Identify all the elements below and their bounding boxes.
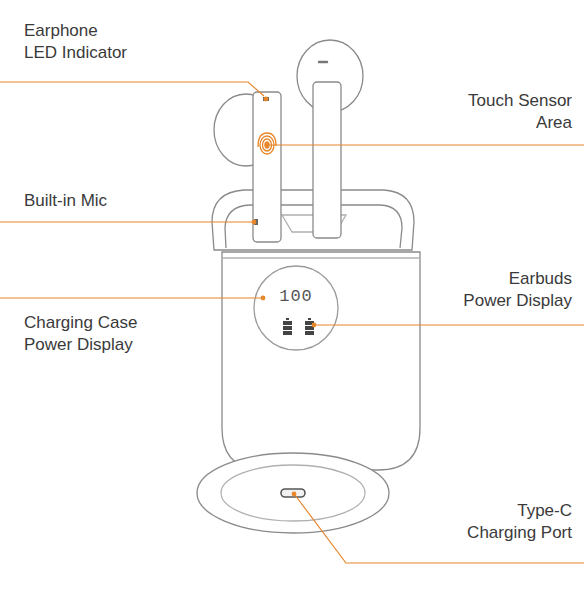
callout-label: Built-in Mic (24, 190, 110, 212)
case-bottom (197, 453, 389, 533)
callout-label: Earphone LED Indicator (24, 20, 129, 64)
case-body (222, 252, 420, 470)
battery-icons (283, 318, 314, 335)
right-earbud-stem (313, 82, 341, 238)
callout-label: Earbuds Power Display (461, 268, 572, 312)
power-display (254, 266, 338, 350)
callout-label: Touch Sensor Area (466, 90, 572, 134)
left-earbud-stem (253, 92, 281, 242)
led-dot (263, 97, 269, 101)
type-c-port (281, 489, 305, 497)
case-seam (222, 257, 420, 258)
case-bottom-inner (221, 465, 365, 521)
right-earbud-vent (319, 61, 327, 64)
fingerprint (258, 133, 276, 154)
display-digits: 100 (279, 288, 313, 306)
callout-label: Type-C Charging Port (465, 500, 572, 544)
callout-label: Charging Case Power Display (24, 312, 140, 356)
leader-lines (0, 82, 584, 563)
